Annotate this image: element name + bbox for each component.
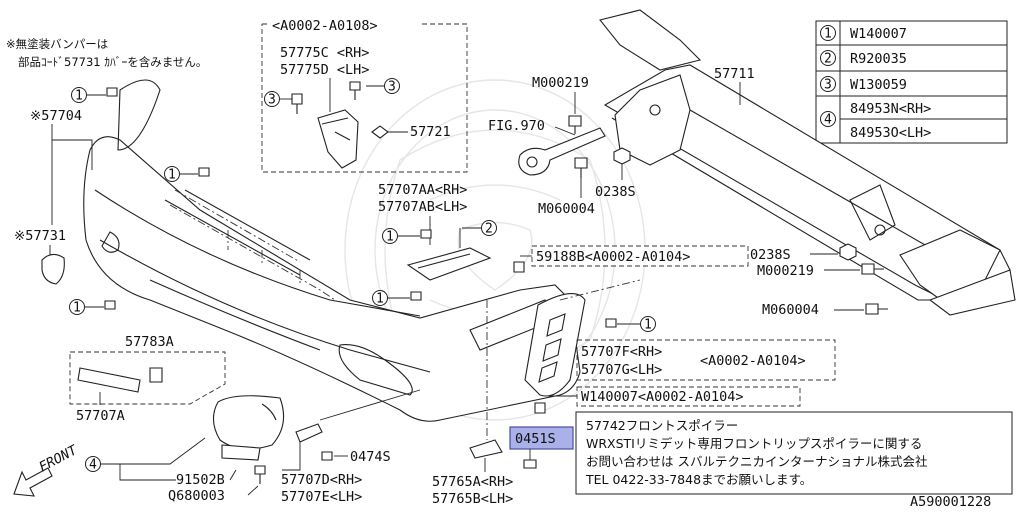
callout-2: 2 bbox=[485, 222, 493, 237]
callout-1-low: 1 bbox=[376, 292, 384, 307]
bumper-beam-57711 bbox=[599, 9, 1016, 316]
label-57707aa: 57707AA<RH> bbox=[378, 182, 467, 198]
label-57765b: 57765B<LH> bbox=[432, 491, 513, 507]
label-front: FRONT bbox=[36, 442, 80, 476]
label-0474s: 0474S bbox=[350, 449, 391, 465]
info-box: 57742フロントスポイラー WRXSTIリミデット専用フロントリップスポイラー… bbox=[575, 411, 1013, 495]
legend-num-4: 4 bbox=[824, 113, 832, 128]
label-w140007-range: W140007<A0002-A0104> bbox=[581, 389, 744, 405]
range-label-57707fg: <A0002-A0104> bbox=[700, 353, 806, 369]
legend-code-1: W140007 bbox=[850, 26, 907, 42]
note-unpainted-line2: 部品ｺｰﾄﾞ57731 ｶﾊﾞｰを含みません。 bbox=[18, 55, 207, 69]
callout-legend-table: 1 W140007 2 R920035 3 W130059 4 84953N<R… bbox=[815, 20, 1008, 144]
label-57775d: 57775D <LH> bbox=[280, 62, 369, 78]
label-57711: 57711 bbox=[714, 66, 755, 82]
label-m060004-top: M060004 bbox=[538, 201, 595, 217]
callout-1-center: 1 bbox=[386, 230, 394, 245]
label-91502b: 91502B bbox=[176, 472, 225, 488]
label-57731: ※57731 bbox=[14, 228, 66, 244]
legend-num-1: 1 bbox=[824, 27, 832, 42]
info-line3: お問い合わせは スバルテクニカインターナショナル株式会社 bbox=[586, 454, 927, 469]
label-m000219-right: M000219 bbox=[757, 263, 814, 279]
label-q680003: Q680003 bbox=[168, 488, 225, 504]
label-m000219-top: M000219 bbox=[532, 75, 589, 91]
label-m060004-right: M060004 bbox=[762, 302, 819, 318]
callout-3b: 3 bbox=[388, 80, 396, 95]
label-57721: 57721 bbox=[410, 124, 451, 140]
label-57707d: 57707D<RH> bbox=[281, 472, 362, 488]
callout-1-top: 1 bbox=[75, 89, 83, 104]
legend-code-4-rh: 84953N<RH> bbox=[850, 101, 931, 117]
front-arrow: FRONT bbox=[13, 442, 81, 497]
info-line4: TEL 0422-33-7848までお願いします。 bbox=[585, 472, 812, 487]
callout-1-mid: 1 bbox=[168, 168, 176, 183]
label-fig970: FIG.970 bbox=[488, 118, 545, 134]
label-59188b: 59188B<A0002-A0104> bbox=[536, 249, 690, 265]
label-57707a: 57707A bbox=[76, 408, 125, 424]
label-57707e: 57707E<LH> bbox=[281, 489, 362, 505]
legend-code-3: W130059 bbox=[850, 77, 907, 93]
legend-num-2: 2 bbox=[824, 52, 832, 67]
range-label-top: <A0002-A0108> bbox=[272, 18, 378, 34]
label-57783a: 57783A bbox=[125, 334, 174, 350]
label-0238s-top: 0238S bbox=[595, 184, 636, 200]
label-57704: ※57704 bbox=[30, 108, 82, 124]
tow-hook bbox=[518, 127, 606, 176]
highlight-0451s[interactable] bbox=[509, 426, 574, 450]
label-57707f: 57707F<RH> bbox=[581, 344, 662, 360]
label-0451s[interactable]: 0451S bbox=[515, 431, 556, 447]
bracket-group-box: <A0002-A0108> 57775C <RH> 57775D <LH> 3 … bbox=[261, 15, 468, 173]
legend-code-4-lh: 84953O<LH> bbox=[850, 125, 931, 141]
side-spoiler-57707f bbox=[524, 293, 586, 397]
info-line1: 57742フロントスポイラー bbox=[586, 418, 738, 433]
legend-num-3: 3 bbox=[824, 78, 832, 93]
label-0238s-right: 0238S bbox=[750, 247, 791, 263]
cover-57731 bbox=[41, 253, 65, 285]
legend-code-2: R920035 bbox=[850, 51, 907, 67]
callout-1-left: 1 bbox=[73, 301, 81, 316]
callout-3a: 3 bbox=[268, 93, 276, 108]
diagram-id: A590001228 bbox=[910, 494, 991, 510]
label-57707ab: 57707AB<LH> bbox=[378, 199, 467, 215]
note-unpainted-line1: ※無塗装バンパーは bbox=[6, 37, 108, 51]
callout-4: 4 bbox=[89, 458, 97, 473]
label-57775c: 57775C <RH> bbox=[280, 45, 369, 61]
info-line2: WRXSTIリミデット専用フロントリップスポイラーに関する bbox=[586, 436, 922, 451]
label-57707g: 57707G<LH> bbox=[581, 362, 662, 378]
label-57765a: 57765A<RH> bbox=[432, 474, 513, 490]
callout-1-right: 1 bbox=[644, 318, 652, 333]
fog-cover-91502b bbox=[212, 395, 285, 461]
